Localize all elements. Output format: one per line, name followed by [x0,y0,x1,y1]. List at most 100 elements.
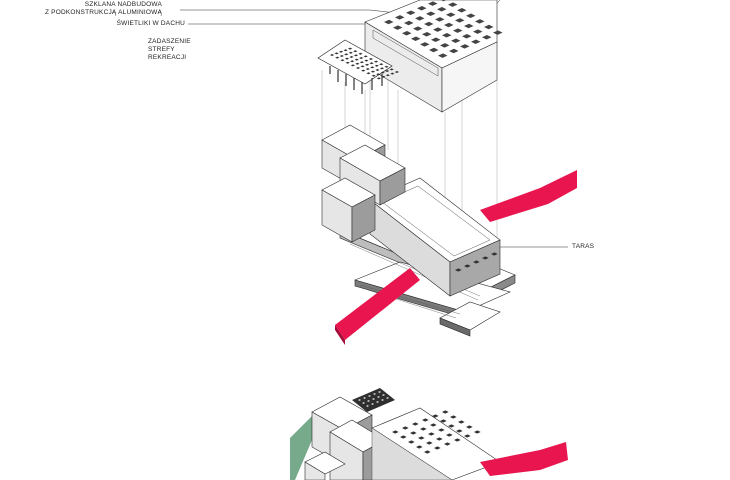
pergola-grid [330,47,399,80]
skylight [471,39,481,45]
recreation-roofing-pergola [317,39,399,94]
skylight [422,31,432,37]
pergola-cell [350,60,355,63]
bottom-window [424,450,431,454]
bottom-window [444,442,451,446]
skylight [457,7,467,13]
skylight [437,6,447,12]
label-glass-addition-line1: SZKLANA NADBUDOWA [84,1,162,8]
terrace-window [464,264,471,268]
pergola-cell [365,68,370,70]
label-recreation-roofing-line2: STREFY [148,46,175,53]
bottom-pergola-cell [383,389,387,391]
skylight [395,15,405,20]
skylight [424,21,434,27]
skylight [426,11,436,17]
bottom-pergola-cell [382,394,386,396]
pergola-cell [389,68,394,71]
pergola-cell [349,56,354,58]
main-building [321,124,516,337]
bottom-window [412,422,419,426]
pergola-cell [390,72,395,75]
pergola-cell [353,54,359,57]
pergola-cell [348,47,353,50]
pergola-cell [365,63,370,66]
bottom-window [408,440,415,444]
bottom-pergola-cell [376,401,380,403]
pergola-cell [370,70,376,73]
bottom-window [420,427,427,431]
pergola-cell [385,74,390,77]
skylight [455,18,465,23]
pergola-cell [361,69,366,72]
central-block-side [449,239,501,297]
bottom-window [436,437,443,441]
pergola-cell [366,72,371,75]
bottom-pergola-cell [371,403,375,405]
bottom-window [430,423,437,427]
bottom-pergola-cell [362,402,366,404]
terrace-window [473,260,480,264]
bottom-window [440,419,447,423]
skylight [415,16,425,21]
bottom-pergola-cell [368,395,372,397]
bottom-window [426,441,433,445]
bottom-window [400,435,407,439]
pergola-cell [374,64,379,67]
skylight [484,24,494,30]
skylight [411,36,421,42]
bottom-window [448,424,455,428]
bottom-pergola-cell [391,395,395,397]
skylight [440,43,450,48]
pergola-cell [376,73,381,76]
bottom-window [438,428,445,432]
pergola-cell [380,71,385,74]
pergola-cell [339,50,344,53]
bottom-pergola-cell [367,400,371,402]
terrace-window [491,252,498,256]
skylight [475,19,485,24]
pergola-cell [339,55,344,57]
bottom-window [450,415,457,419]
label-glass-addition-line2: Z PODKONSTRUKCJĄ ALUMINIOWĄ [45,9,162,16]
skylight [460,44,470,49]
skylight [444,22,454,28]
pergola-cell [376,77,381,80]
bottom-building [290,388,568,480]
skylight [428,1,438,6]
skylight [413,26,423,31]
skylight [462,33,472,39]
red-path-bottom [480,442,568,476]
bottom-pergola-cell [378,391,382,393]
label-roof-skylights: ŚWIETLIKI W DACHU [116,20,185,27]
terrace-windows [455,252,498,272]
pergola-cell [330,54,335,56]
pergola-cell [344,57,350,60]
skylight [441,0,447,2]
skylight [435,17,445,22]
bottom-window [428,432,435,436]
glass-addition-box [364,0,503,113]
skylight [453,28,463,33]
pergola-cell [385,70,390,72]
bottom-pergola-cell [363,397,367,399]
pergola-cell [359,57,364,59]
pergola-cell [353,50,358,53]
bottom-window [422,418,429,422]
terrace-window [455,268,462,272]
bottom-window [418,436,425,440]
pergola-posts [329,66,383,94]
pergola-cell [345,61,350,64]
pergola-cell [355,62,360,65]
bottom-window [392,430,399,434]
pergola-cell [379,63,384,66]
skylight [404,20,414,26]
skylight [402,30,412,36]
bottom-window [434,446,441,450]
pergola-cell [335,56,340,59]
terrace-window [482,256,489,260]
skylight [464,23,474,29]
pergola-cell [340,59,345,62]
pergola-cell [348,51,353,54]
